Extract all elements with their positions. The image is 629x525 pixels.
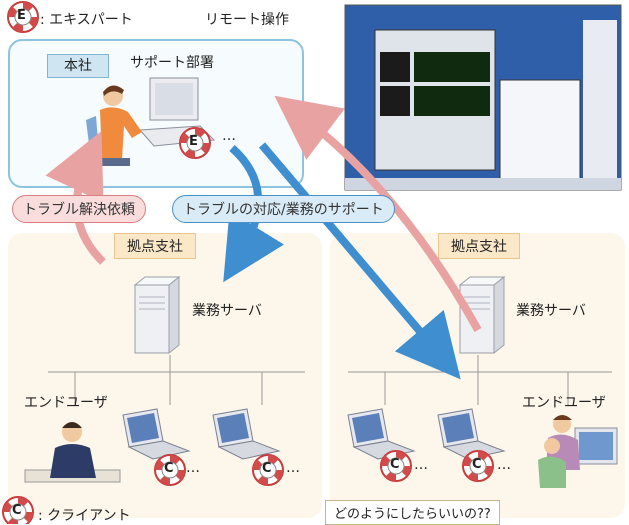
legend-expert-letter: E [17,8,26,23]
server-right-label: 業務サーバ [516,303,586,319]
legend-expert-label: : エキスパート [40,12,133,28]
hq-ellipsis: … [222,128,236,144]
trouble-request-label: トラブル解決依頼 [12,195,146,223]
expert-letter: E [189,134,198,149]
support-staff-figure [86,85,142,168]
left-client-ellipsis-2: … [286,460,300,476]
legend-client-label: : クライアント [38,508,131,524]
end-user-right-label: エンドユーザ [522,395,606,411]
support-department-label: サポート部署 [130,55,214,71]
end-user-left-figure [24,422,121,483]
support-arrow-right [258,142,461,380]
client-letter-2: C [262,461,272,476]
legend-client-letter: C [12,503,22,518]
network-lines [48,355,612,405]
server-left-label: 業務サーバ [192,303,262,319]
remote-screen-thumbnail [344,4,622,191]
laptop-right-1 [347,408,415,460]
right-client-ellipsis-1: … [414,457,428,473]
laptop-left-1 [122,408,190,460]
end-user-left-label: エンドユーザ [24,395,108,411]
laptop-left-2 [212,408,280,460]
laptop-right-2 [437,408,505,460]
question-bubble: どのようにしたらいいの?? [325,500,500,525]
support-response-label: トラブルの対応/業務のサポート [172,195,395,223]
headquarters-tab: 本社 [47,54,109,78]
client-letter-1: C [164,461,174,476]
client-letter-3: C [390,457,400,472]
end-user-right-figure [538,415,618,488]
branch-right-tab: 拠点支社 [438,233,520,259]
remote-operation-label: リモート操作 [205,12,289,28]
branch-left-tab: 拠点支社 [114,233,196,259]
client-letter-4: C [472,457,482,472]
left-client-ellipsis-1: … [186,460,200,476]
server-left [134,276,180,354]
right-client-ellipsis-2: … [497,457,511,473]
